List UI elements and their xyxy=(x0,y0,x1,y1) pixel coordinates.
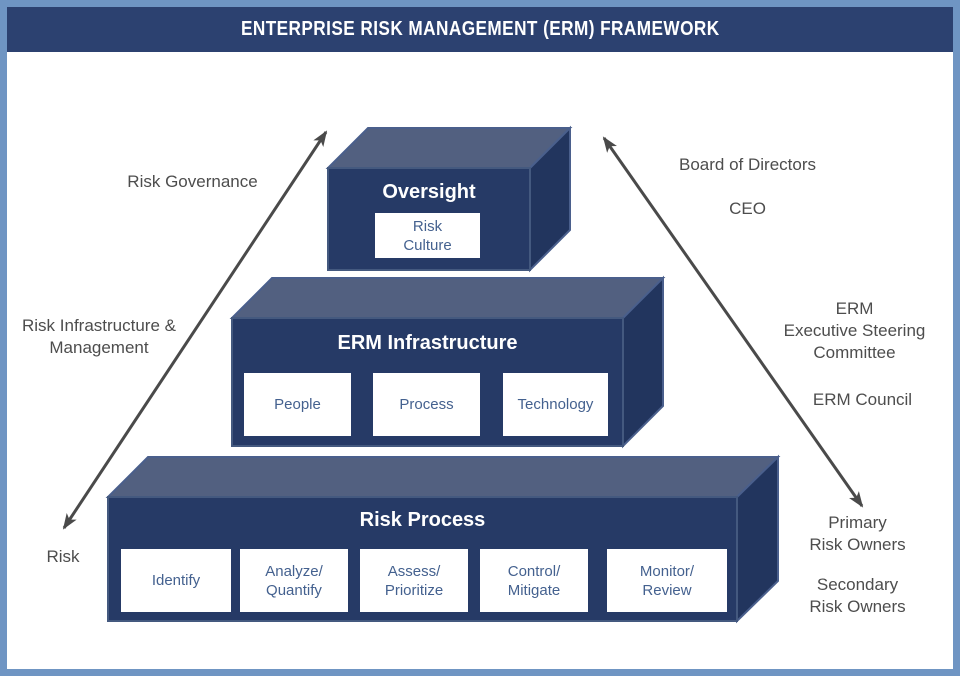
label-board-of-directors: Board of Directors xyxy=(679,155,816,174)
block-oversight xyxy=(325,125,573,273)
label-primary-risk-owners: Primary Risk Owners xyxy=(809,513,906,554)
box-assess-prioritize: Assess/ Prioritize xyxy=(360,549,468,612)
box-control-mitigate: Control/ Mitigate xyxy=(480,549,588,612)
right-axis-arrow xyxy=(602,136,864,508)
box-people: People xyxy=(244,373,351,436)
box-technology: Technology xyxy=(503,373,608,436)
page-title: ENTERPRISE RISK MANAGEMENT (ERM) FRAMEWO… xyxy=(240,18,720,40)
box-identify: Identify xyxy=(121,549,231,612)
level-title-oversight: Oversight xyxy=(382,181,476,203)
box-analyze-quantify: Analyze/ Quantify xyxy=(240,549,348,612)
title-bar: ENTERPRISE RISK MANAGEMENT (ERM) FRAMEWO… xyxy=(7,7,953,52)
label-risk-infrastructure-management: Risk Infrastructure & Management xyxy=(22,316,176,357)
block-risk-process-top-face xyxy=(105,456,781,498)
label-ceo: CEO xyxy=(729,199,766,218)
box-process: Process xyxy=(373,373,480,436)
label-risk-governance: Risk Governance xyxy=(127,172,258,191)
label-secondary-risk-owners: Secondary Risk Owners xyxy=(809,575,906,616)
level-title-erm-infrastructure: ERM Infrastructure xyxy=(337,332,518,354)
label-erm-executive-steering-committee: ERM Executive Steering Committee xyxy=(783,299,926,362)
label-erm-council: ERM Council xyxy=(812,390,913,409)
box-monitor-review: Monitor/ Review xyxy=(607,549,727,612)
left-axis-arrow xyxy=(62,130,328,530)
block-erm-infrastructure-top-face xyxy=(229,277,666,319)
level-title-risk-process: Risk Process xyxy=(359,509,486,531)
box-risk-culture: Risk Culture xyxy=(375,213,480,258)
label-risk: Risk xyxy=(46,547,80,566)
block-oversight-top-face xyxy=(325,127,573,169)
